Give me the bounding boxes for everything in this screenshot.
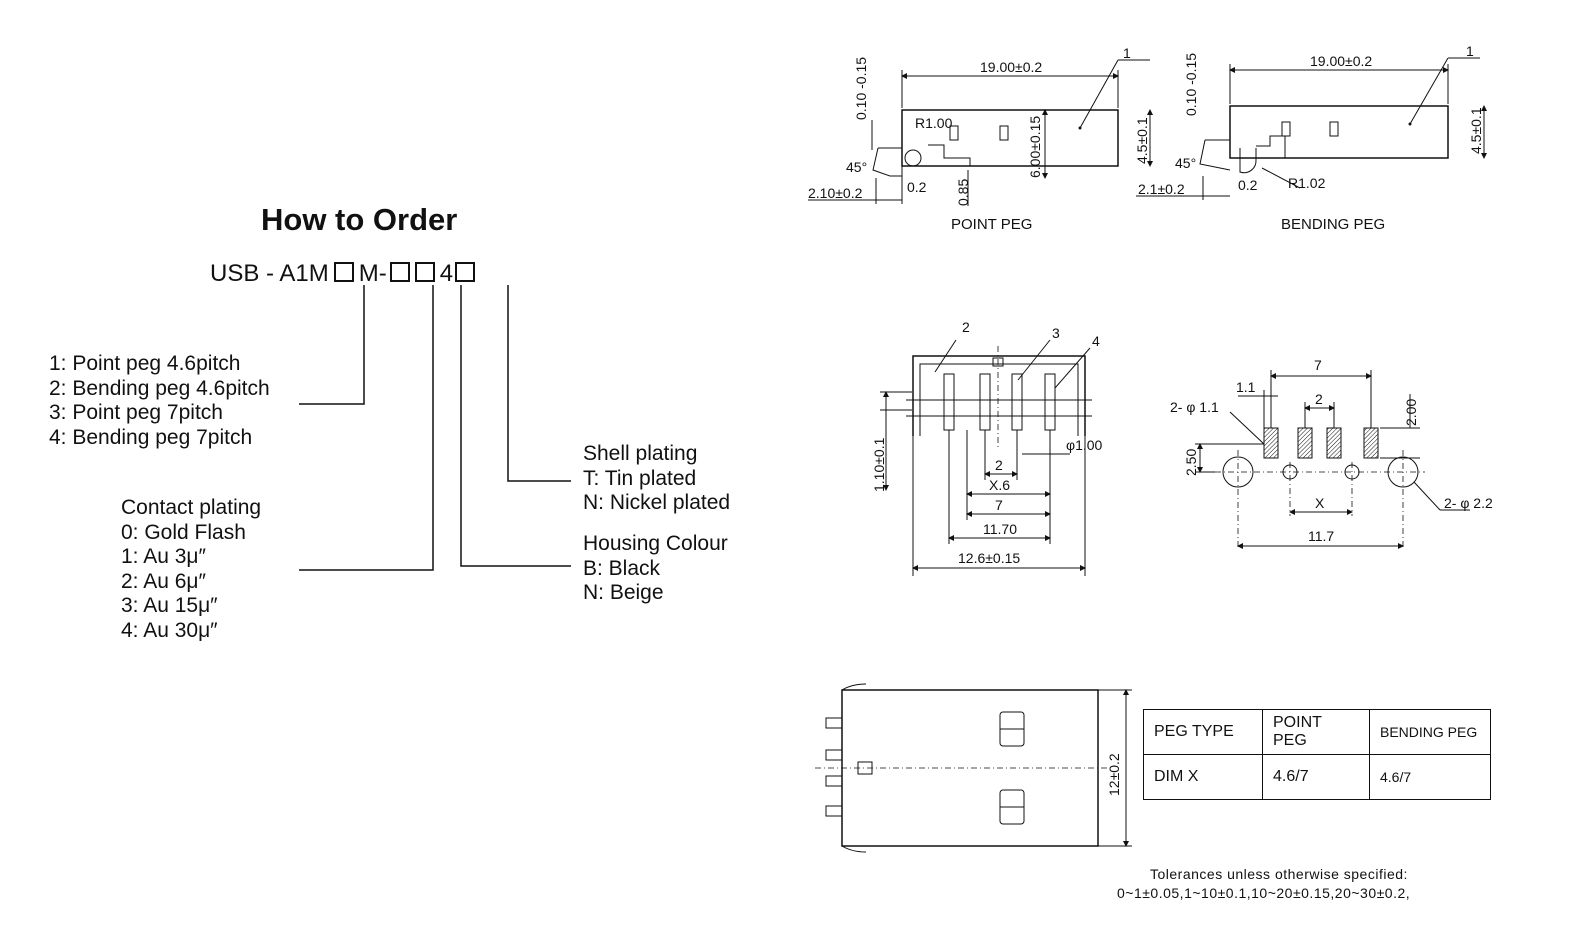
bending-peg-caption: BENDING PEG (1281, 216, 1385, 233)
list-item: B: Black (583, 556, 661, 580)
footprint-hole-dia: 2- φ 2.2 (1444, 495, 1493, 511)
peg-table: PEG TYPE POINT PEG BENDING PEG DIM X 4.6… (1143, 709, 1491, 800)
point-peg-caption: POINT PEG (951, 216, 1032, 233)
bending-peg-gap: 0.2 (1238, 177, 1258, 193)
footprint-pad-pitch: 2 (1315, 391, 1323, 407)
point-peg-body-height: 4.5±0.1 (1134, 117, 1150, 164)
footprint-pad-dia: 2- φ 1.1 (1170, 399, 1219, 415)
footprint-row-gap: 2.50 (1183, 449, 1199, 476)
bending-peg-thickness: 0.10 -0.15 (1183, 53, 1199, 116)
list-item: 3: Point peg 7pitch (49, 401, 223, 425)
footprint-span-bottom: 11.7 (1308, 528, 1334, 544)
point-peg-peg-length: 0.85 (955, 179, 971, 206)
bending-peg-offset: 2.1±0.2 (1138, 181, 1185, 197)
list-item: 2: Au 6μ″ (121, 569, 206, 593)
point-peg-length: 19.00±0.2 (980, 59, 1042, 75)
order-code-prefix: USB - A1M (210, 260, 329, 287)
housing-colour-title: Housing Colour (583, 532, 728, 555)
front-pin-height: 1.10±0.1 (871, 437, 887, 492)
point-peg-height: 6.00±0.15 (1027, 116, 1043, 178)
point-peg-offset: 2.10±0.2 (808, 185, 863, 201)
bending-peg-view: 19.00±0.2 1 45° 2.1±0.2 0.2 R1.02 4.5±0.… (1136, 43, 1487, 233)
front-width: 12.6±0.15 (958, 550, 1020, 566)
pcb-footprint: 7 1.1 2 2.00 2- φ 1.1 2.50 X 2- φ 2.2 11… (1170, 357, 1493, 550)
front-ref-2: 2 (962, 319, 970, 335)
contact-plating-title: Contact plating (121, 496, 262, 519)
table-cell: 4.6/7 (1262, 754, 1370, 800)
front-span-7: 7 (995, 497, 1003, 513)
contact-plating-box (389, 262, 410, 282)
list-item: 1: Au 3μ″ (121, 545, 206, 569)
footprint-x-dim: X (1315, 495, 1325, 511)
front-ref-4: 4 (1092, 333, 1100, 349)
housing-colour-box (414, 262, 435, 282)
table-row: PEG TYPE POINT PEG BENDING PEG (1143, 709, 1491, 755)
page-title: How to Order (261, 202, 458, 237)
point-peg-radius: R1.00 (915, 115, 953, 131)
tolerances-line-2: 0~1±0.05,1~10±0.1,10~20±0.15,20~30±0.2, (1117, 885, 1411, 901)
list-item: 2: Bending peg 4.6pitch (49, 376, 270, 400)
front-span-1170: 11.70 (983, 521, 1017, 537)
bending-peg-radius: R1.02 (1288, 175, 1326, 191)
shell-plating-box (455, 262, 476, 282)
front-ref-3: 3 (1052, 325, 1060, 341)
point-peg-ref: 1 (1123, 45, 1131, 61)
shell-plating-options: Shell plating T: Tin plated N: Nickel pl… (583, 442, 730, 516)
footprint-pad-width: 1.1 (1236, 379, 1256, 395)
front-x-dim: X.6 (989, 477, 1010, 493)
point-peg-gap: 0.2 (907, 179, 927, 195)
point-peg-thickness: 0.10 -0.15 (853, 57, 869, 120)
front-view: 2 3 4 1.10±0.1 φ1.00 2 X.6 7 11.70 12.6±… (871, 319, 1103, 576)
front-hole-dia: φ1.00 (1066, 437, 1103, 453)
table-cell: DIM X (1143, 754, 1263, 800)
list-item: T: Tin plated (583, 466, 697, 490)
top-view-width: 12±0.2 (1106, 753, 1122, 796)
list-item: 1: Point peg 4.6pitch (49, 352, 241, 375)
peg-type-box (333, 262, 354, 282)
table-header: POINT PEG (1262, 709, 1370, 755)
order-code: USB - A1M M- 4 (210, 260, 480, 288)
table-cell: 4.6/7 (1369, 754, 1491, 800)
list-item: N: Nickel plated (583, 491, 731, 515)
list-item: 0: Gold Flash (121, 520, 246, 544)
point-peg-angle: 45° (846, 159, 867, 175)
shell-plating-title: Shell plating (583, 442, 698, 465)
footprint-span-top: 7 (1314, 357, 1322, 373)
front-pitch: 2 (995, 457, 1003, 473)
list-item: 4: Au 30μ″ (121, 618, 218, 642)
bending-peg-ref: 1 (1466, 43, 1474, 59)
bending-peg-angle: 45° (1175, 155, 1196, 171)
list-item: 4: Bending peg 7pitch (49, 425, 253, 449)
bending-peg-body-height: 4.5±0.1 (1468, 107, 1484, 154)
tolerances-line-1: Tolerances unless otherwise specified: (1150, 866, 1408, 882)
table-header: PEG TYPE (1143, 709, 1263, 755)
contact-plating-options: Contact plating 0: Gold Flash 1: Au 3μ″ … (121, 496, 261, 644)
housing-colour-options: Housing Colour B: Black N: Beige (583, 532, 728, 606)
footprint-pad-height: 2.00 (1403, 399, 1419, 426)
list-item: 3: Au 15μ″ (121, 594, 218, 618)
point-peg-view: 19.00±0.2 1 R1.00 45° 2.10±0.2 0.2 0.85 … (808, 45, 1153, 233)
list-item: N: Beige (583, 581, 664, 605)
peg-options: 1: Point peg 4.6pitch 2: Bending peg 4.6… (49, 352, 270, 450)
table-header: BENDING PEG (1369, 709, 1491, 755)
bending-peg-length: 19.00±0.2 (1310, 53, 1372, 69)
order-code-digit: 4 (439, 260, 454, 287)
order-leader-lines (299, 285, 571, 571)
order-code-mid: M- (358, 260, 387, 287)
top-view: 12±0.2 (815, 683, 1132, 853)
table-row: DIM X 4.6/7 4.6/7 (1143, 754, 1491, 800)
